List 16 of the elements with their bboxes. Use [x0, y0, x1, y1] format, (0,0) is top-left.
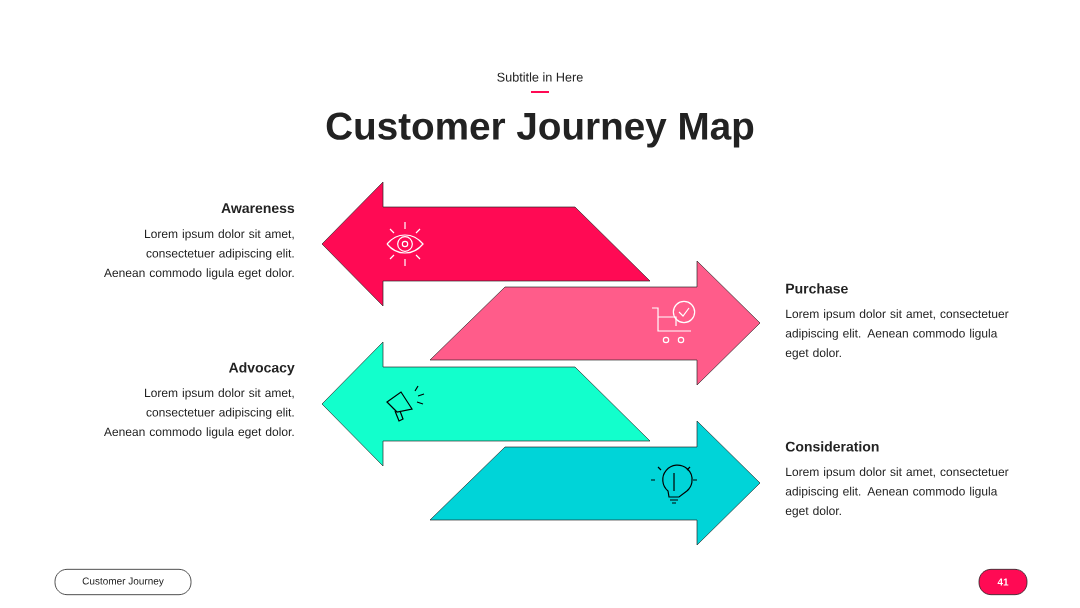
- arrow-shape: [321, 181, 651, 307]
- arrow-shape: [429, 260, 761, 386]
- title: Customer Journey Map: [326, 112, 754, 148]
- stage-description: Lorem ipsum dolor sit amet, consectetuer adipiscing elit. Aenean commodo ligula eget dolor.: [103, 229, 294, 280]
- page-number-pill: 41: [978, 568, 1028, 596]
- footer-pill: Customer Journey: [54, 568, 192, 596]
- subtitle: Subtitle in Here: [497, 72, 583, 82]
- stage-heading: Advocacy: [228, 362, 295, 376]
- stage-heading: Consideration: [785, 441, 879, 452]
- stage-heading: Purchase: [786, 283, 848, 294]
- arrow-shape: [429, 420, 761, 546]
- arrow-shape: [321, 341, 651, 467]
- stage-description: Lorem ipsum dolor sit amet, consectetuer adipiscing elit. Aenean commodo ligula eget dolor.: [103, 388, 294, 439]
- stage-description: Lorem ipsum dolor sit amet, consectetuer adipiscing elit. Aenean commodo ligula eget dolor.: [785, 309, 1009, 360]
- stage-description: Lorem ipsum dolor sit amet, consectetuer adipiscing elit. Aenean commodo ligula eget dolor.: [785, 467, 1009, 518]
- stage-heading: Awareness: [221, 203, 295, 214]
